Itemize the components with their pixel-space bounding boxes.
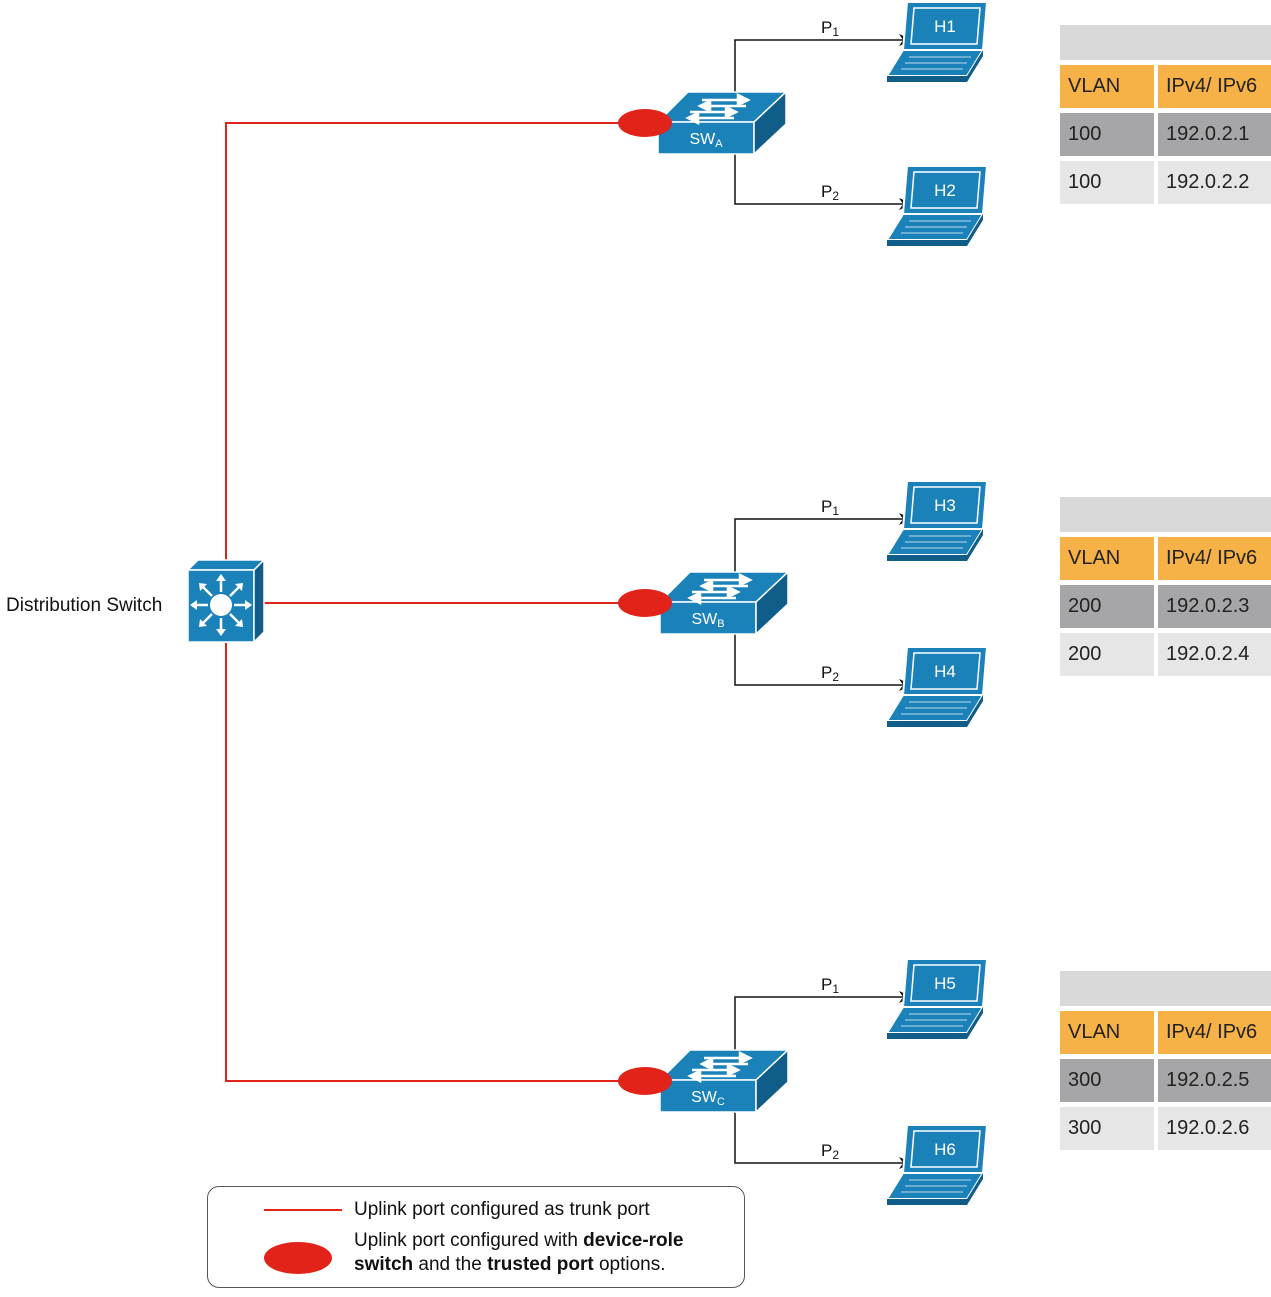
uplink-line-a: [225, 122, 625, 560]
laptop-icon: H1: [886, 1, 988, 83]
host-label: H5: [934, 974, 956, 993]
table-header-vlan: VLAN: [1060, 1008, 1158, 1059]
table-title-bar: [1060, 971, 1271, 1011]
laptop-icon: H3: [886, 480, 988, 562]
uplink-line-c: [225, 643, 625, 1082]
port-label: P2: [821, 663, 839, 684]
table-cell-vlan: 200: [1060, 630, 1158, 681]
table-header-ip: IPv4/ IPv6: [1156, 62, 1271, 113]
host-label: H2: [934, 181, 956, 200]
table-header-vlan: VLAN: [1060, 534, 1158, 585]
laptop-icon: H2: [886, 165, 988, 247]
uplink-lines: [225, 122, 625, 1082]
table-cell-ip: 192.0.2.6: [1156, 1104, 1271, 1155]
table-cell-vlan: 200: [1060, 582, 1158, 633]
legend: Uplink port configured as trunk port Upl…: [207, 1186, 745, 1288]
table-cell-vlan: 100: [1060, 158, 1158, 209]
table-cell-vlan: 300: [1060, 1104, 1158, 1155]
switch-label: SWA: [689, 131, 723, 150]
switch-label: SWB: [691, 611, 724, 630]
table-cell-ip: 192.0.2.3: [1156, 582, 1271, 633]
legend-trunk-line-swatch: [264, 1209, 342, 1211]
access-switch-icon: SWC: [658, 1048, 790, 1114]
uplink-port-oval: [618, 109, 672, 137]
switch-label: SWC: [691, 1089, 725, 1108]
table-header-vlan: VLAN: [1060, 62, 1158, 113]
legend-trunk-text: Uplink port configured as trunk port: [354, 1199, 650, 1220]
uplink-port-oval: [618, 589, 672, 617]
port-label: P1: [821, 18, 839, 39]
legend-port-oval-swatch: [264, 1242, 332, 1274]
table-header-ip: IPv4/ IPv6: [1156, 534, 1271, 585]
table-title-bar: [1060, 25, 1271, 65]
laptop-icon: H4: [886, 646, 988, 728]
port-label: P2: [821, 182, 839, 203]
distribution-switch-label: Distribution Switch: [6, 595, 162, 616]
table-cell-vlan: 100: [1060, 110, 1158, 161]
distribution-switch-icon: [186, 558, 266, 644]
host-label: H6: [934, 1140, 956, 1159]
host-label: H4: [934, 662, 956, 681]
port-label: P2: [821, 1141, 839, 1162]
table-cell-ip: 192.0.2.1: [1156, 110, 1271, 161]
port-label: P1: [821, 975, 839, 996]
table-title-bar: [1060, 497, 1271, 537]
uplink-port-oval: [618, 1067, 672, 1095]
laptop-icon: H6: [886, 1124, 988, 1206]
access-switch-icon: SWA: [656, 90, 788, 156]
host-label: H1: [934, 17, 956, 36]
table-cell-ip: 192.0.2.2: [1156, 158, 1271, 209]
host-label: H3: [934, 496, 956, 515]
table-cell-ip: 192.0.2.4: [1156, 630, 1271, 681]
access-switch-icon: SWB: [658, 570, 790, 636]
table-header-ip: IPv4/ IPv6: [1156, 1008, 1271, 1059]
legend-device-role-text: Uplink port configured with device-role …: [354, 1230, 684, 1275]
table-cell-vlan: 300: [1060, 1056, 1158, 1107]
table-cell-ip: 192.0.2.5: [1156, 1056, 1271, 1107]
port-label: P1: [821, 497, 839, 518]
laptop-icon: H5: [886, 958, 988, 1040]
